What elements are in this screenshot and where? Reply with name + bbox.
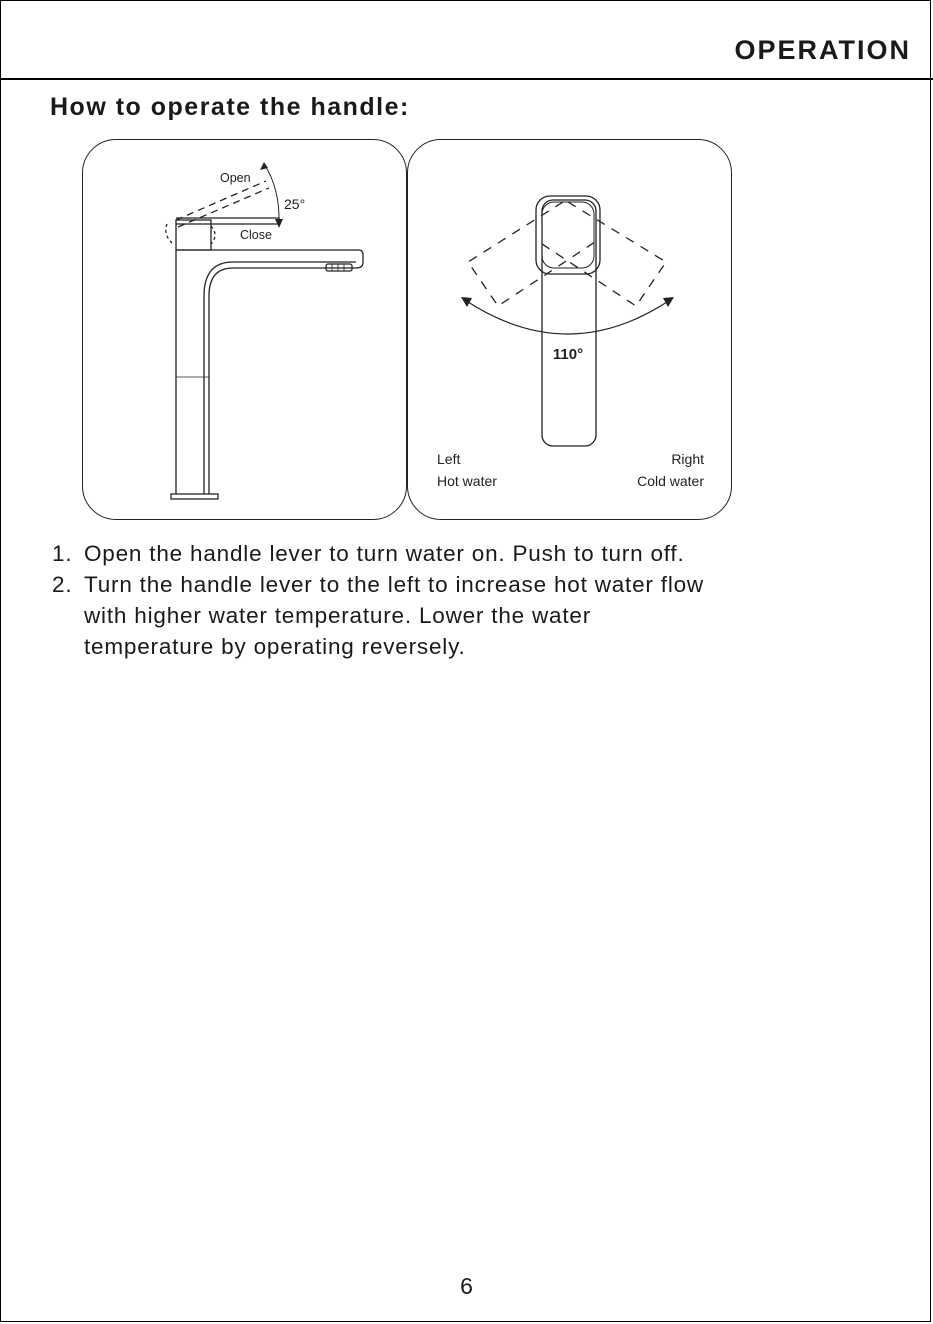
top-view-panel: 110° Left Hot water Right Cold water bbox=[407, 139, 732, 520]
side-view-panel: Open 25° Close bbox=[82, 139, 407, 520]
section-title: OPERATION bbox=[734, 35, 911, 66]
open-label: Open bbox=[220, 171, 251, 185]
angle-arc bbox=[264, 164, 279, 224]
instruction-number: 2. bbox=[52, 569, 84, 600]
instruction-text: Turn the handle lever to the left to inc… bbox=[84, 569, 704, 600]
handle-rotated-right bbox=[536, 202, 666, 306]
cold-water-label: Cold water bbox=[637, 473, 704, 489]
left-label: Left bbox=[437, 451, 460, 467]
handle-rotated-left bbox=[468, 202, 598, 306]
angle-label-top: 110° bbox=[553, 346, 583, 363]
instruction-number: 1. bbox=[52, 538, 84, 569]
instruction-text: with higher water temperature. Lower the… bbox=[52, 600, 704, 631]
subheading: How to operate the handle: bbox=[50, 93, 410, 122]
instruction-text: Open the handle lever to turn water on. … bbox=[84, 538, 685, 569]
handle-lever-center bbox=[542, 200, 596, 446]
faucet-side-view-diagram: Open 25° Close bbox=[83, 140, 407, 520]
close-label: Close bbox=[240, 228, 272, 242]
header-rule bbox=[0, 78, 933, 80]
faucet-base bbox=[171, 494, 218, 499]
page-number: 6 bbox=[0, 1273, 933, 1300]
right-label: Right bbox=[671, 451, 704, 467]
instructions-list: 1. Open the handle lever to turn water o… bbox=[52, 538, 704, 662]
hot-water-label: Hot water bbox=[437, 473, 497, 489]
instruction-text: temperature by operating reversely. bbox=[52, 631, 704, 662]
handle-top-view-diagram: 110° Left Hot water Right Cold water bbox=[408, 140, 732, 520]
rotation-arc bbox=[465, 300, 670, 334]
instruction-item: 2. Turn the handle lever to the left to … bbox=[52, 569, 704, 600]
instruction-item: 1. Open the handle lever to turn water o… bbox=[52, 538, 704, 569]
handle-cartridge-top bbox=[536, 196, 600, 274]
angle-label-side: 25° bbox=[284, 196, 305, 212]
